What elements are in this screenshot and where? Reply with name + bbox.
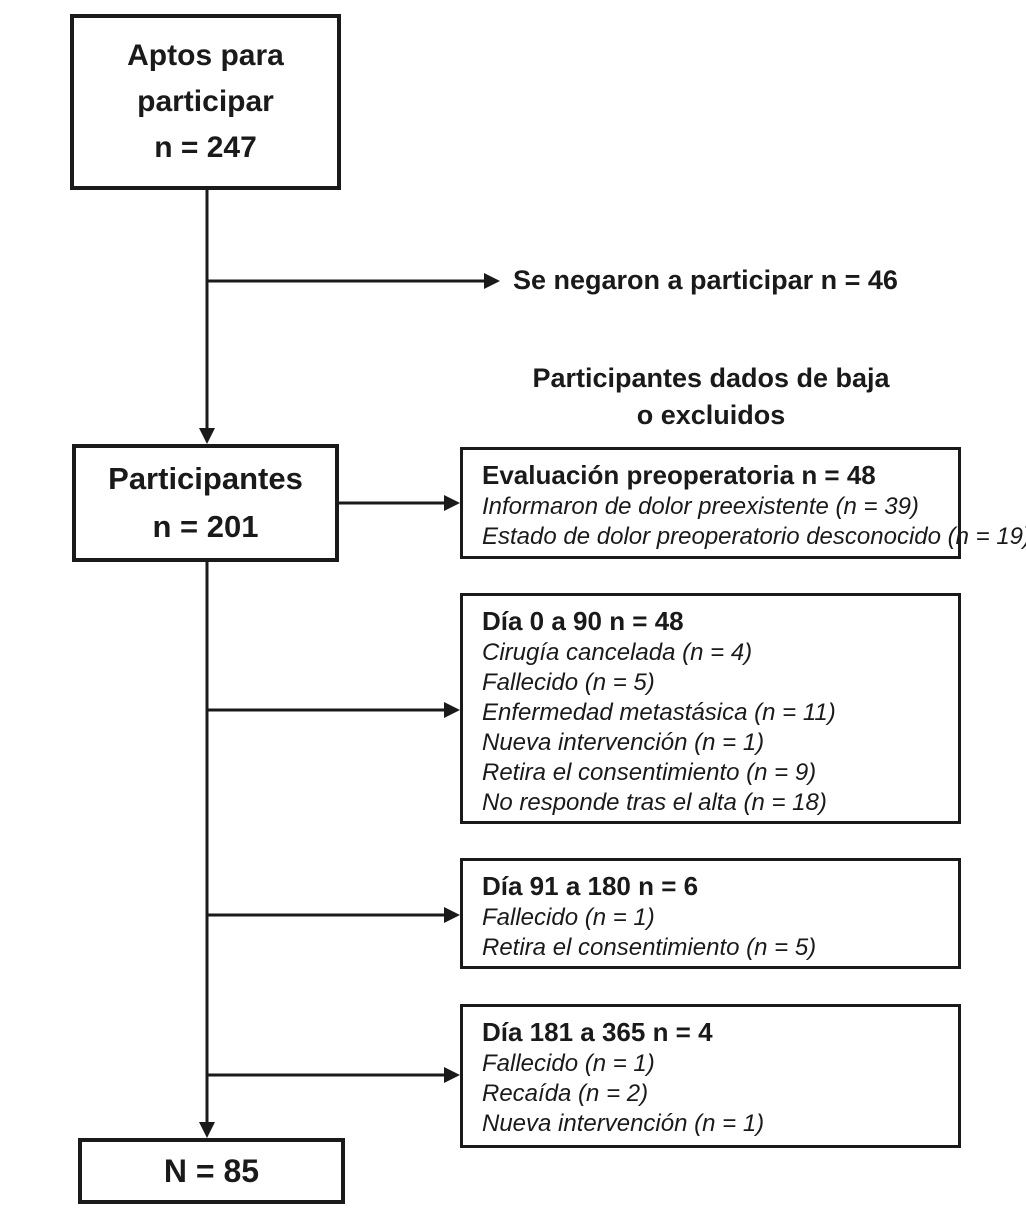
- exclusion-item: Fallecido (n = 1): [482, 904, 655, 931]
- exclusion-item: Fallecido (n = 1): [482, 1050, 655, 1077]
- arrow-eligible-to-participants-head: [199, 428, 215, 444]
- exclusion-item: Recaída (n = 2): [482, 1080, 649, 1107]
- final-box-label: N = 85: [163, 1153, 260, 1189]
- exclusion-item: Retira el consentimiento (n = 5): [482, 934, 817, 961]
- exclusion-item: Nueva intervención (n = 1): [482, 1110, 765, 1137]
- arrow-to-day181-365-head: [444, 1067, 460, 1083]
- exclusion-box-day181-365: Día 181 a 365 n = 4 Fallecido (n = 1) Re…: [460, 1004, 961, 1148]
- participants-box: Participantes n = 201: [72, 444, 339, 562]
- exclusion-box-title: Día 181 a 365 n = 4: [482, 1017, 713, 1047]
- participants-box-label: Participantes n = 201: [108, 461, 303, 544]
- exclusion-item: Fallecido (n = 5): [482, 669, 655, 696]
- arrow-to-day0-90-head: [444, 702, 460, 718]
- exclusion-item: No responde tras el alta (n = 18): [482, 789, 827, 816]
- excluded-header: Participantes dados de baja o excluidos: [532, 363, 890, 430]
- exclusion-item: Cirugía cancelada (n = 4): [482, 639, 753, 666]
- final-box: N = 85: [78, 1138, 345, 1204]
- exclusion-box-day0-90: Día 0 a 90 n = 48 Cirugía cancelada (n =…: [460, 593, 961, 824]
- exclusion-box-preoperative: Evaluación preoperatoria n = 48 Informar…: [460, 447, 1026, 559]
- refused-label: Se negaron a participar n = 46: [513, 265, 898, 295]
- eligible-box-label: Aptos para participar n = 247: [127, 39, 284, 164]
- arrow-refused-head: [484, 273, 500, 289]
- exclusion-item: Retira el consentimiento (n = 9): [482, 759, 817, 786]
- exclusion-box-title: Día 91 a 180 n = 6: [482, 871, 699, 901]
- arrow-to-day91-180-head: [444, 907, 460, 923]
- exclusion-item: Nueva intervención (n = 1): [482, 729, 765, 756]
- exclusion-box-title: Evaluación preoperatoria n = 48: [482, 460, 876, 490]
- exclusion-box-title: Día 0 a 90 n = 48: [482, 606, 684, 636]
- exclusion-box-day91-180: Día 91 a 180 n = 6 Fallecido (n = 1) Ret…: [460, 858, 961, 969]
- exclusion-item: Estado de dolor preoperatorio desconocid…: [482, 523, 1026, 550]
- exclusion-item: Enfermedad metastásica (n = 11): [482, 699, 836, 726]
- arrow-to-preop-box-head: [444, 495, 460, 511]
- eligible-box: Aptos para participar n = 247: [70, 14, 341, 190]
- arrow-participants-to-final-head: [199, 1122, 215, 1138]
- exclusion-item: Informaron de dolor preexistente (n = 39…: [482, 493, 919, 520]
